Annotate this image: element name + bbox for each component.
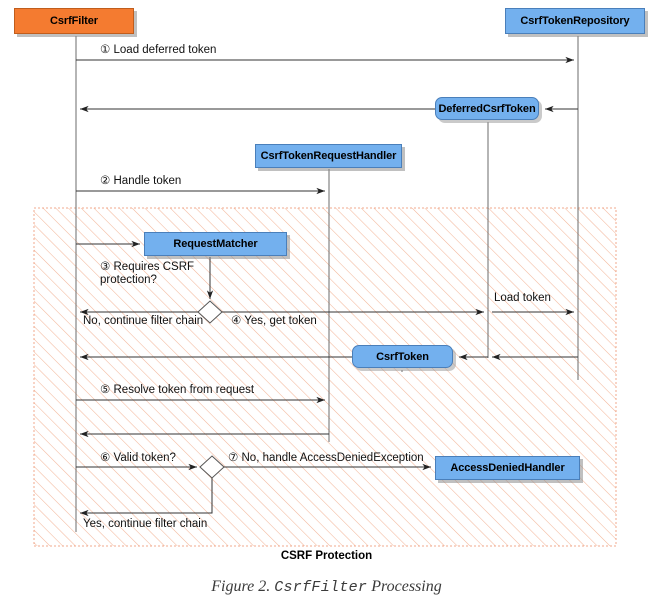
- participant-access-denied-handler[interactable]: AccessDeniedHandler: [435, 456, 580, 480]
- message-label-no-handle-access-denied: ⑦ No, handle AccessDeniedException: [228, 452, 424, 464]
- participant-csrf-token-request-handler[interactable]: CsrfTokenRequestHandler: [255, 144, 402, 168]
- decision-diamond-requires-protection: [197, 300, 223, 324]
- participant-csrf-filter[interactable]: CsrfFilter: [14, 8, 134, 34]
- message-label-no-continue-filter-chain: No, continue filter chain: [83, 315, 204, 327]
- figure-caption-suffix: Processing: [367, 578, 442, 595]
- participant-access-denied-handler-label: AccessDeniedHandler: [450, 462, 565, 474]
- participant-csrf-token-request-handler-label: CsrfTokenRequestHandler: [260, 150, 397, 162]
- lifelines: [75, 36, 579, 532]
- message-label-yes-continue-filter-chain: Yes, continue filter chain: [83, 518, 208, 530]
- message-label-resolve-token-from-request: ⑤ Resolve token from request: [100, 384, 255, 396]
- message-label-handle-token: ② Handle token: [100, 175, 182, 187]
- participant-csrf-token-repository-label: CsrfTokenRepository: [520, 15, 630, 27]
- figure-caption: Figure 2. CsrfFilter Processing: [0, 578, 653, 596]
- participant-deferred-csrf-token-label: DeferredCsrfToken: [438, 102, 536, 115]
- frame-title-csrf-protection: CSRF Protection: [280, 550, 373, 562]
- participant-request-matcher-label: RequestMatcher: [173, 238, 258, 250]
- csrf-protection-frame: [33, 207, 617, 547]
- participant-deferred-csrf-token[interactable]: DeferredCsrfToken: [435, 97, 539, 120]
- participant-csrf-token-label: CsrfToken: [376, 350, 429, 363]
- message-label-requires-csrf-protection: ③ Requires CSRF protection?: [100, 261, 195, 286]
- participant-csrf-token[interactable]: CsrfToken: [352, 345, 453, 368]
- participant-request-matcher[interactable]: RequestMatcher: [144, 232, 287, 256]
- participant-csrf-token-repository[interactable]: CsrfTokenRepository: [505, 8, 645, 34]
- message-label-yes-get-token: ④ Yes, get token: [231, 315, 317, 327]
- figure-caption-code: CsrfFilter: [274, 579, 368, 596]
- message-label-load-deferred-token: ① Load deferred token: [100, 44, 217, 56]
- figure-caption-prefix: Figure 2.: [211, 578, 275, 595]
- arrow-yes-continue-filter-chain: [80, 478, 213, 517]
- message-arrows: [76, 56, 578, 517]
- message-label-valid-token: ⑥ Valid token?: [100, 452, 176, 464]
- message-label-load-token: Load token: [494, 292, 551, 304]
- participant-csrf-filter-label: CsrfFilter: [50, 15, 98, 27]
